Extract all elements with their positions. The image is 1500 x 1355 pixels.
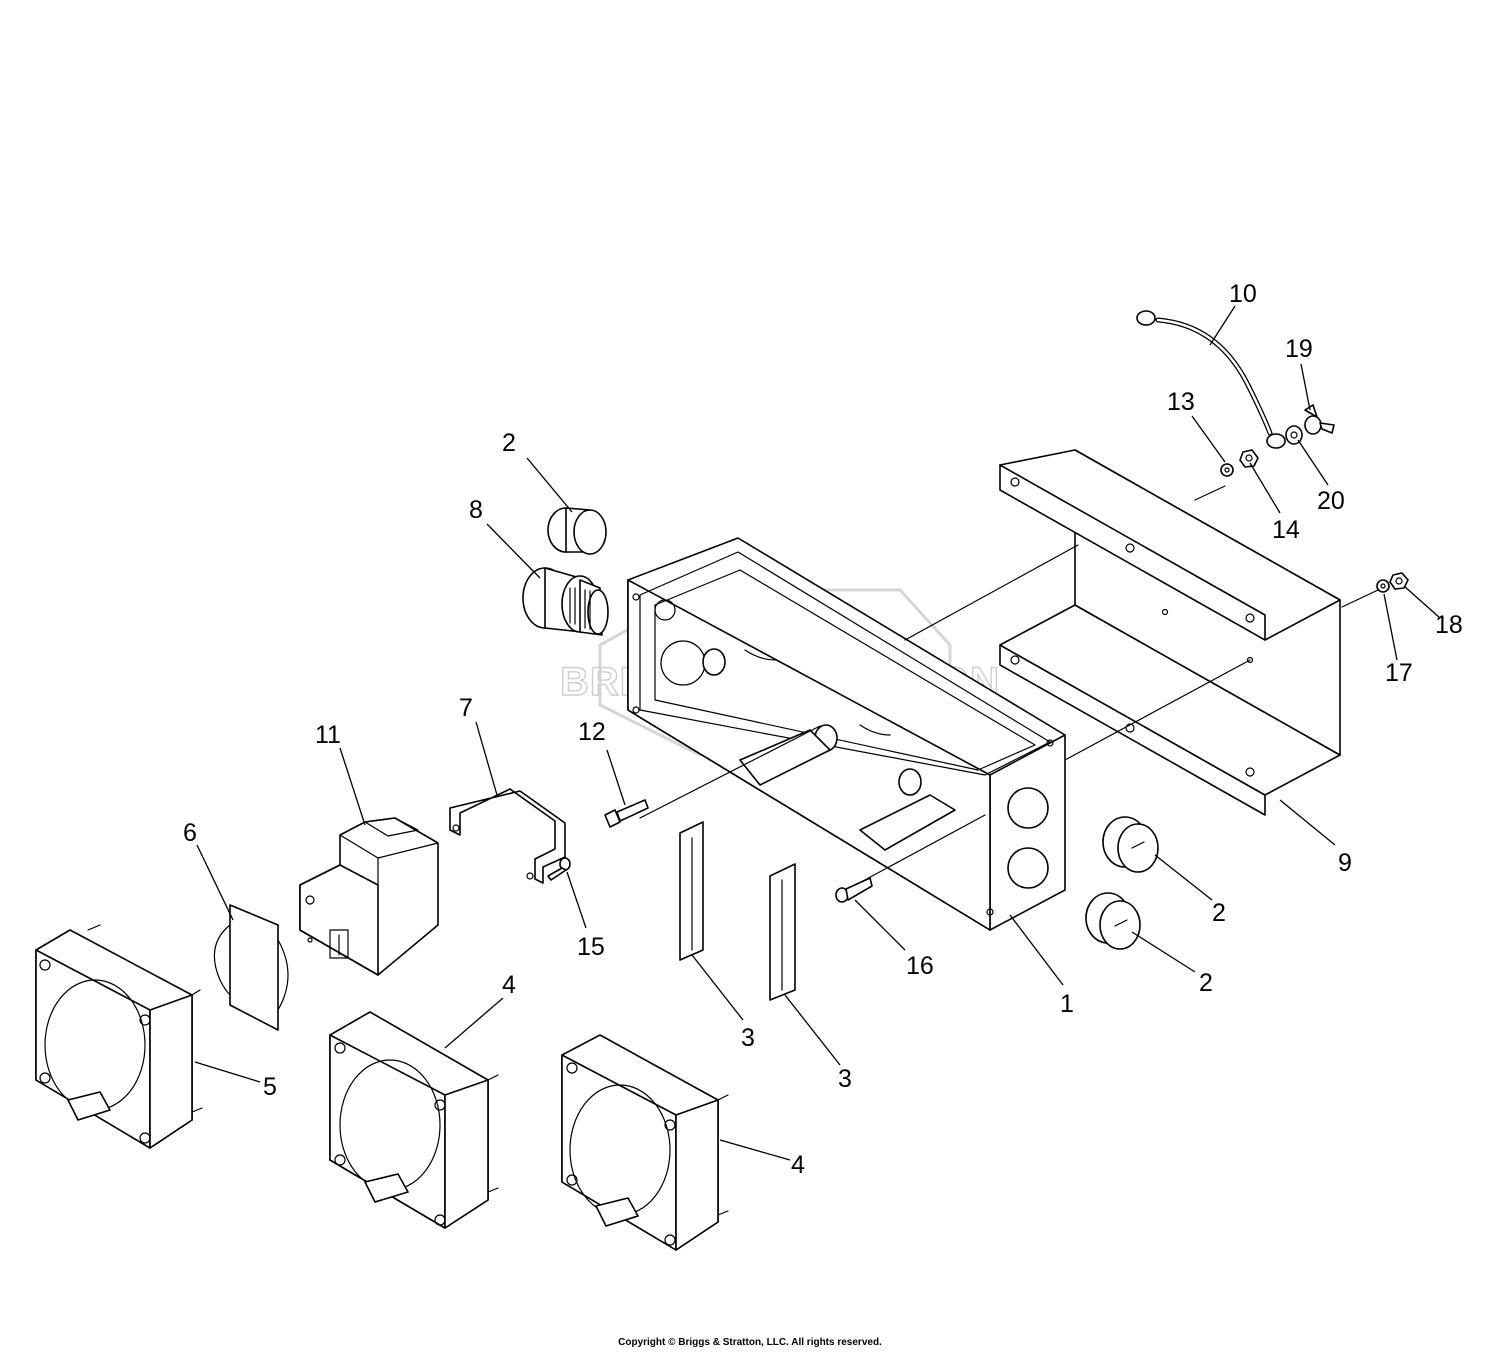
callout-18: 18 bbox=[1435, 611, 1463, 639]
part-8-cable-connector bbox=[522, 567, 609, 636]
part-11-circuit-breaker bbox=[299, 817, 439, 976]
part-3-strip-left bbox=[679, 821, 704, 961]
callout-4-middle: 4 bbox=[502, 971, 516, 999]
callout-12: 12 bbox=[578, 718, 606, 746]
part-14-nut bbox=[1239, 449, 1259, 468]
callout-14: 14 bbox=[1272, 516, 1300, 544]
part-6-label bbox=[213, 904, 289, 1031]
callout-3-left: 3 bbox=[741, 1024, 755, 1052]
callout-17: 17 bbox=[1385, 659, 1413, 687]
part-9-mounting-bracket bbox=[999, 449, 1341, 816]
part-10-ground-wire bbox=[1136, 310, 1286, 449]
callout-16: 16 bbox=[906, 952, 934, 980]
callout-2-top: 2 bbox=[502, 429, 516, 457]
callout-11: 11 bbox=[315, 721, 341, 749]
callout-2-right-upper: 2 bbox=[1212, 899, 1226, 927]
leader-lines bbox=[194, 305, 1441, 1161]
callout-6: 6 bbox=[183, 819, 197, 847]
part-3-strip-right bbox=[769, 863, 796, 1001]
part-13-lock-washer bbox=[1220, 463, 1234, 477]
part-12-bolt bbox=[604, 799, 649, 828]
callout-3-right: 3 bbox=[838, 1065, 852, 1093]
callout-9: 9 bbox=[1338, 849, 1352, 877]
part-20-washer bbox=[1285, 425, 1303, 445]
part-15-screw bbox=[547, 857, 571, 881]
callout-19: 19 bbox=[1285, 335, 1313, 363]
part-16-screw bbox=[835, 877, 873, 903]
callout-20: 20 bbox=[1317, 487, 1345, 515]
callout-15: 15 bbox=[577, 933, 605, 961]
part-4-receptacle-middle bbox=[329, 1011, 499, 1229]
part-2-plug-right-lower bbox=[1085, 892, 1141, 950]
part-18-nut bbox=[1389, 572, 1409, 590]
callout-13: 13 bbox=[1167, 388, 1195, 416]
part-2-plug-top bbox=[547, 507, 607, 555]
part-4-receptacle-right bbox=[561, 1034, 729, 1251]
callout-2-right-lower: 2 bbox=[1199, 969, 1213, 997]
assembly-lines bbox=[639, 485, 1379, 889]
part-17-lock-washer bbox=[1376, 579, 1390, 593]
part-2-plug-right-upper bbox=[1102, 816, 1159, 873]
part-5-receptacle bbox=[35, 924, 203, 1149]
callout-4-right: 4 bbox=[791, 1151, 805, 1179]
callout-labels: 1 2 2 2 3 3 4 4 5 6 7 8 9 10 11 12 13 14… bbox=[183, 280, 1463, 1179]
part-7-clamp-bracket bbox=[449, 788, 566, 884]
copyright-footer: Copyright © Briggs & Stratton, LLC. All … bbox=[618, 1337, 882, 1348]
part-1-outlet-box bbox=[627, 537, 1066, 931]
callout-7: 7 bbox=[459, 694, 473, 722]
callout-1: 1 bbox=[1060, 990, 1074, 1018]
callout-8: 8 bbox=[469, 496, 483, 524]
callout-10: 10 bbox=[1229, 280, 1257, 308]
callout-5: 5 bbox=[263, 1073, 277, 1101]
